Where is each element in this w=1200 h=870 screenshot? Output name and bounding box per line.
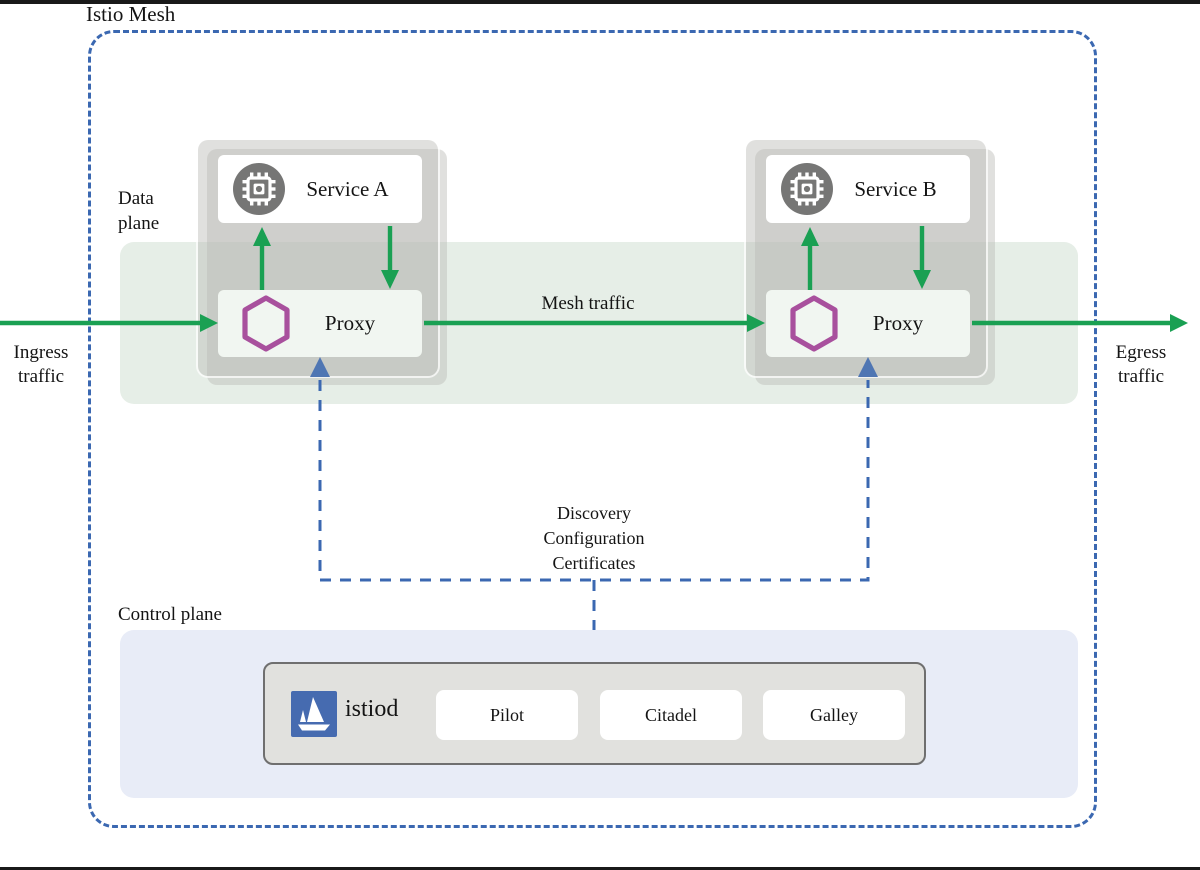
istiod-box: istiod Pilot Citadel Galley bbox=[263, 662, 926, 765]
control-channel-line-1: Discovery bbox=[557, 503, 631, 523]
egress-arrowhead bbox=[1170, 314, 1188, 332]
istio-logo bbox=[291, 691, 337, 737]
galley-box: Galley bbox=[763, 690, 905, 740]
proxy-b-box: Proxy bbox=[766, 290, 970, 357]
istio-mesh-boundary bbox=[88, 30, 1097, 828]
service-b-box: Service B bbox=[766, 155, 970, 223]
hexagon-icon bbox=[242, 295, 290, 352]
pilot-box: Pilot bbox=[436, 690, 578, 740]
proxy-a-box: Proxy bbox=[218, 290, 422, 357]
top-window-edge bbox=[0, 0, 1200, 4]
chip-icon bbox=[781, 163, 833, 215]
service-a-label: Service A bbox=[306, 176, 389, 201]
proxy-a-label: Proxy bbox=[324, 311, 376, 335]
istiod-label: istiod bbox=[345, 696, 399, 722]
bottom-window-edge bbox=[0, 867, 1200, 870]
citadel-box: Citadel bbox=[600, 690, 742, 740]
control-channel-line-2: Configuration bbox=[543, 528, 645, 548]
control-plane-label: Control plane bbox=[118, 604, 222, 625]
service-a-box: Service A bbox=[218, 155, 422, 223]
service-b-label: Service B bbox=[854, 176, 937, 201]
control-channel-line-3: Certificates bbox=[552, 553, 636, 573]
hexagon-icon bbox=[790, 295, 838, 352]
ingress-traffic-label: Ingress traffic bbox=[13, 342, 69, 387]
egress-traffic-label: Egress traffic bbox=[1115, 342, 1167, 387]
mesh-title: Istio Mesh bbox=[86, 2, 176, 26]
mesh-traffic-label: Mesh traffic bbox=[541, 293, 635, 314]
sailboat-icon bbox=[298, 697, 330, 731]
chip-icon bbox=[233, 163, 285, 215]
control-channel-label: Discovery Configuration Certificates bbox=[494, 501, 694, 576]
data-plane-label: Data plane bbox=[118, 188, 160, 234]
proxy-b-label: Proxy bbox=[872, 311, 924, 335]
